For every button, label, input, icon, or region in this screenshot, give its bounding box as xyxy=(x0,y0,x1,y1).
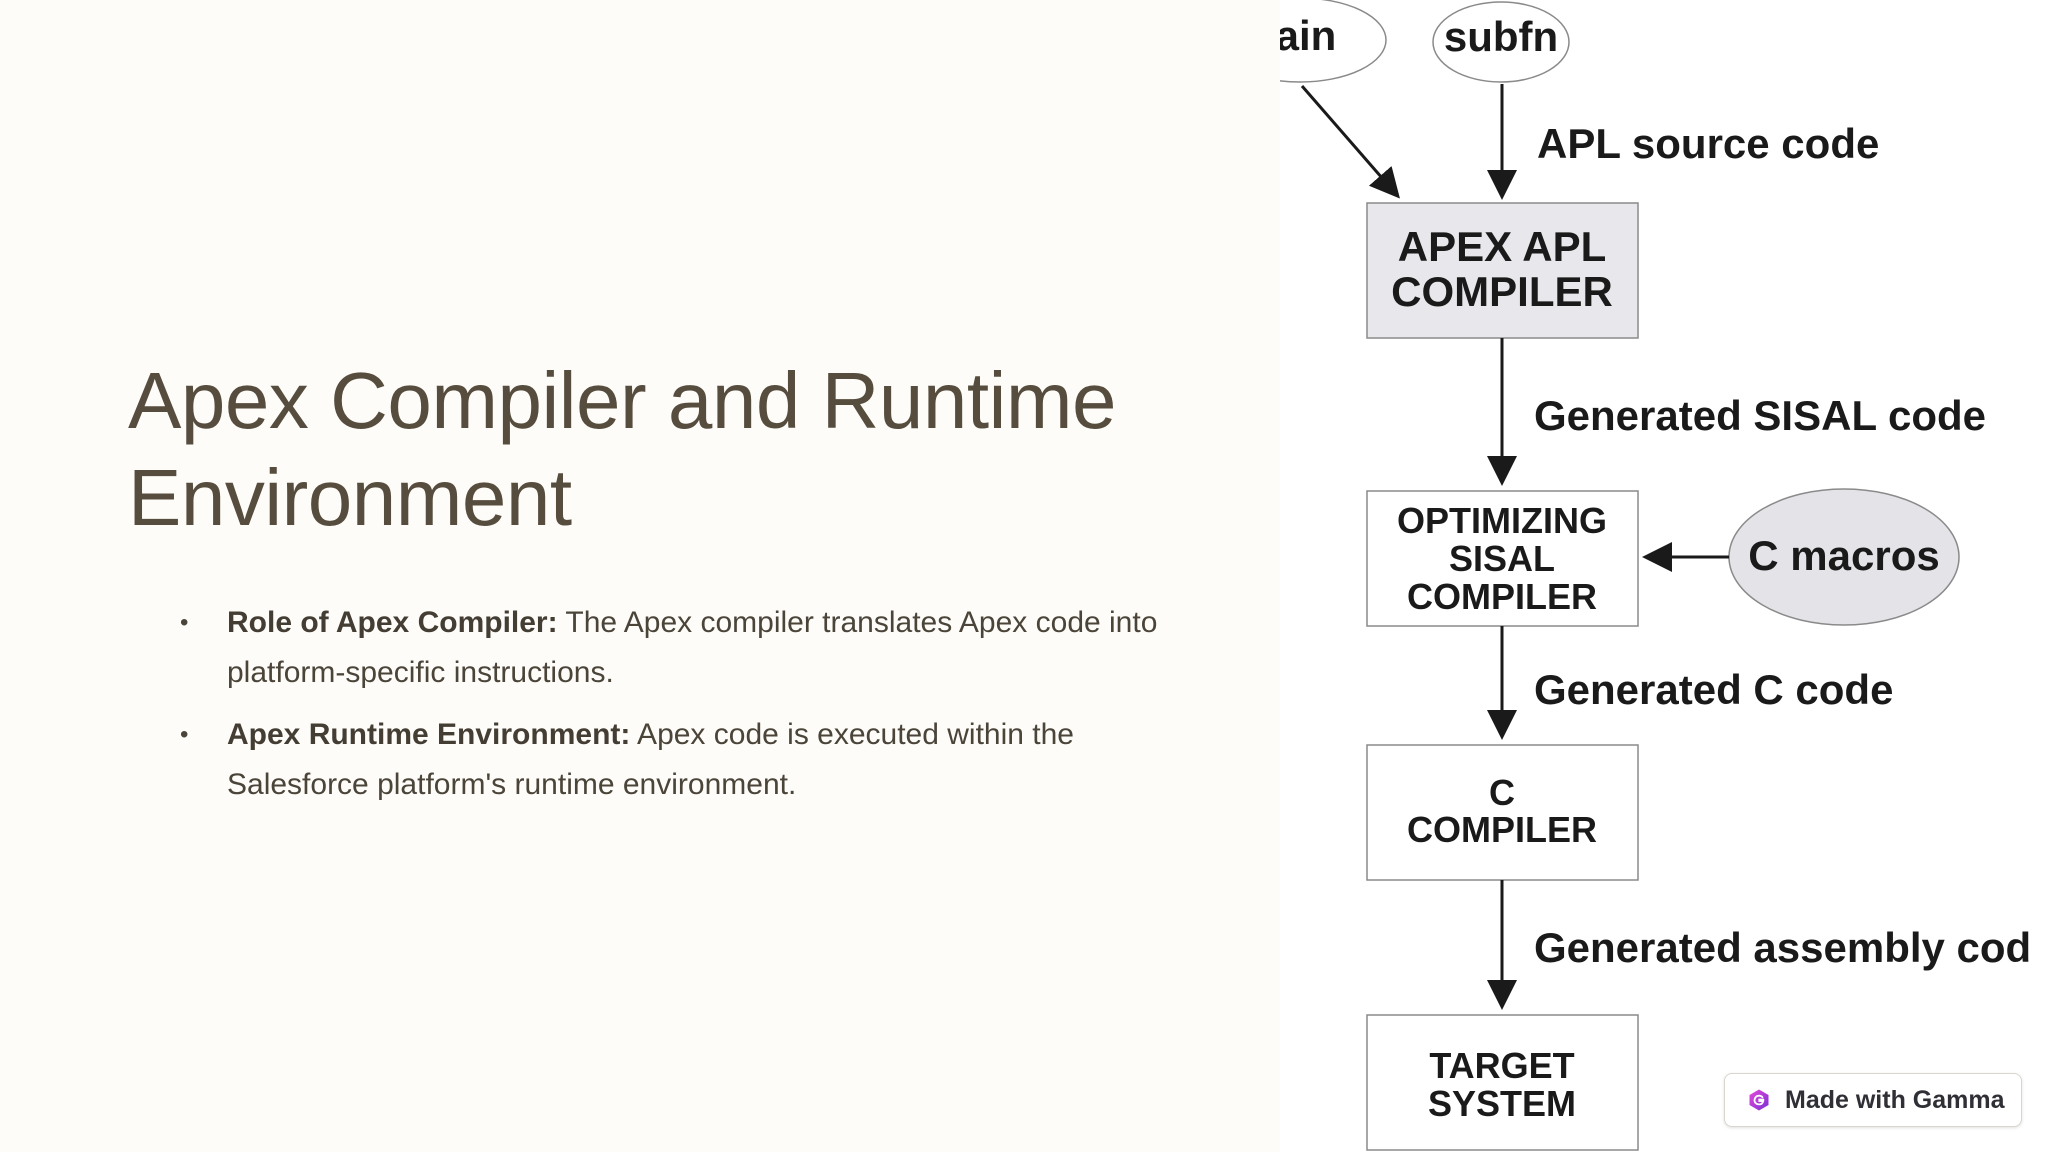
edge-label-c-code: Generated C code xyxy=(1534,666,1893,713)
compiler-flow-diagram: ain subfn APL source code APEX APL COMPI… xyxy=(1280,0,2048,1152)
bullet-text: Apex code is executed within the Salesfo… xyxy=(227,718,1074,801)
sisal-compiler-label-line2: SISAL xyxy=(1449,538,1555,579)
bullet-item-compiler-role: • Role of Apex Compiler: The Apex compil… xyxy=(168,598,1168,698)
c-compiler-label-line2: COMPILER xyxy=(1407,809,1597,850)
bullet-dot-icon: • xyxy=(180,721,189,748)
diagram-svg: ain subfn APL source code APEX APL COMPI… xyxy=(1280,0,2031,1151)
apex-compiler-box xyxy=(1366,202,1639,339)
sisal-compiler-label-line3: COMPILER xyxy=(1407,576,1597,617)
edge-label-sisal-code: Generated SISAL code xyxy=(1534,392,1986,439)
target-system-box xyxy=(1366,1014,1639,1151)
bullet-text: The Apex compiler translates Apex code i… xyxy=(227,606,1158,689)
bullet-dot-icon: • xyxy=(180,609,189,636)
sisal-compiler-label-line1: OPTIMIZING xyxy=(1397,500,1607,541)
bullet-item-runtime: • Apex Runtime Environment: Apex code is… xyxy=(168,710,1168,810)
target-system-label-line2: SYSTEM xyxy=(1428,1083,1576,1124)
bullet-heading: Role of Apex Compiler: xyxy=(227,606,558,639)
target-system-label-line1: TARGET xyxy=(1429,1045,1574,1086)
bullet-list: • Role of Apex Compiler: The Apex compil… xyxy=(168,598,1168,822)
main-to-apex-arrow xyxy=(1300,85,1400,199)
badge-label: Made with Gamma xyxy=(1785,1085,2005,1114)
c-macros-label: C macros xyxy=(1748,532,1939,579)
edge-label-assembly: Generated assembly cod xyxy=(1534,924,2031,971)
made-with-gamma-badge[interactable]: Made with Gamma xyxy=(1724,1073,2022,1127)
slide-text-panel: Apex Compiler and Runtime Environment • … xyxy=(128,356,1168,822)
c-compiler-box xyxy=(1366,744,1639,881)
bullet-heading: Apex Runtime Environment: xyxy=(227,718,631,751)
subfn-input-ellipse xyxy=(1432,1,1570,83)
subfn-input-label: subfn xyxy=(1444,13,1558,60)
sisal-compiler-box xyxy=(1366,490,1639,627)
edge-label-apl-source: APL source code xyxy=(1537,120,1879,167)
main-input-ellipse xyxy=(1280,0,1387,83)
slide-title: Apex Compiler and Runtime Environment xyxy=(128,356,1116,542)
apex-compiler-label-line1: APEX APL xyxy=(1398,223,1606,270)
apex-compiler-label-line2: COMPILER xyxy=(1391,268,1613,315)
c-compiler-label-line1: C xyxy=(1489,772,1515,813)
gamma-logo-icon xyxy=(1749,1089,1769,1111)
main-input-label: ain xyxy=(1280,12,1336,59)
